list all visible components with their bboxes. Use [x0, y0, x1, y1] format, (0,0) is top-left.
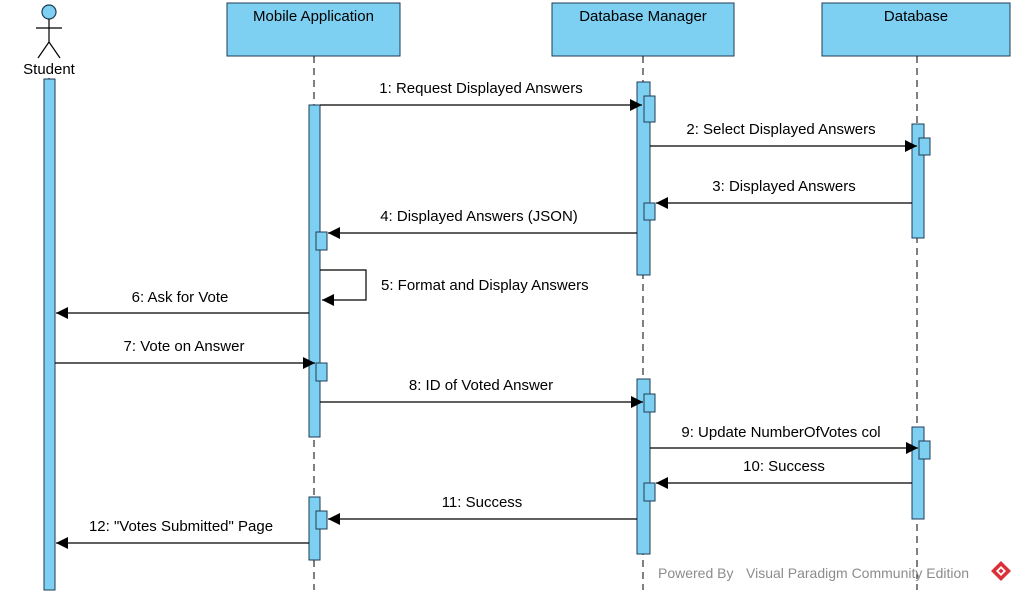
- activation-bar-mobile-nested: [315, 231, 328, 251]
- watermark: Powered By Visual Paradigm Community Edi…: [658, 561, 1011, 581]
- message-label-1: 1: Request Displayed Answers: [379, 80, 582, 97]
- message-label-9: 9: Update NumberOfVotes col: [681, 424, 880, 441]
- activation-bar-dbm-nested: [643, 393, 656, 413]
- message-label-7: 7: Vote on Answer: [124, 338, 245, 355]
- message-label-8: 8: ID of Voted Answer: [409, 377, 553, 394]
- message-label-4: 4: Displayed Answers (JSON): [380, 208, 578, 225]
- actor-name: Student: [23, 61, 76, 78]
- activation-bar-dbm: [636, 378, 651, 555]
- message-label-2: 2: Select Displayed Answers: [686, 121, 875, 138]
- message-arrow-5: [320, 269, 367, 306]
- activation-bar-dbm-nested: [643, 95, 656, 123]
- message-label-12: 12: "Votes Submitted" Page: [89, 518, 273, 535]
- lifeline-header-box: [551, 2, 735, 57]
- lifeline-title: Database: [884, 8, 948, 25]
- message-label-11: 11: Success: [442, 494, 523, 511]
- activation-bar-mobile-nested: [315, 510, 328, 530]
- actor-head: [41, 4, 57, 20]
- activation-bar-db-nested: [918, 440, 931, 460]
- watermark-prefix: Powered By: [658, 565, 733, 581]
- actor-student[interactable]: Student: [23, 4, 76, 78]
- watermark-product: Visual Paradigm Community Edition: [746, 565, 969, 581]
- activation-bar-dbm-nested: [643, 202, 656, 221]
- lifeline-database-manager[interactable]: Database Manager: [551, 2, 735, 57]
- activation-bar-dbm-nested: [643, 482, 656, 502]
- lifeline-mobile-application[interactable]: Mobile Application: [226, 2, 401, 57]
- lifeline-database[interactable]: Database: [821, 2, 1011, 57]
- lifeline-header-box: [226, 2, 401, 57]
- activation-bar-dbm: [636, 81, 651, 276]
- lifeline-title: Database Manager: [579, 8, 707, 25]
- activation-bar-mobile-nested: [315, 362, 328, 382]
- visual-paradigm-logo-icon: [991, 561, 1011, 581]
- message-label-10: 10: Success: [743, 458, 825, 475]
- message-label-6: 6: Ask for Vote: [132, 289, 229, 306]
- message-label-5: 5: Format and Display Answers: [381, 277, 589, 294]
- activation-bar-student: [43, 78, 56, 591]
- message-label-3: 3: Displayed Answers: [712, 178, 855, 195]
- lifeline-header-box: [821, 2, 1011, 57]
- lifeline-title: Mobile Application: [253, 8, 374, 25]
- activation-bar-db-nested: [918, 137, 931, 156]
- activation-bar-mobile: [308, 104, 321, 438]
